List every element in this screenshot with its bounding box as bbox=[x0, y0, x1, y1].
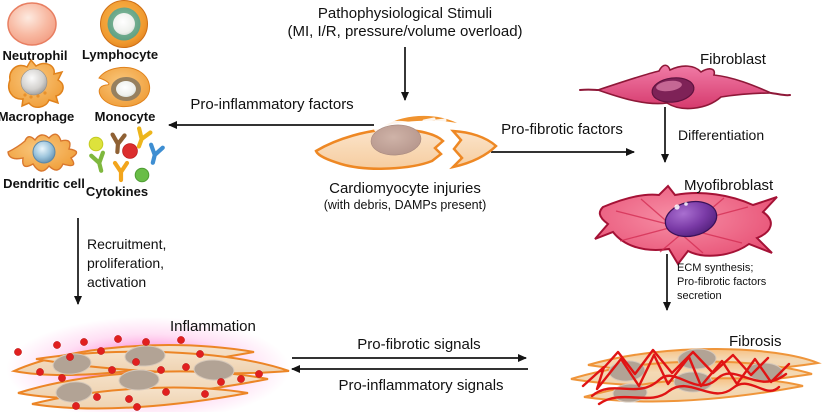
inflammation-label: Inflammation bbox=[170, 318, 256, 335]
recruitment-label-line1: Recruitment, bbox=[87, 236, 167, 252]
neutrophil-icon bbox=[7, 2, 57, 46]
arrows bbox=[74, 47, 671, 373]
fibroblast-label: Fibroblast bbox=[700, 51, 766, 68]
dendritic-cell-icon bbox=[7, 133, 78, 172]
monocyte-icon bbox=[98, 67, 151, 107]
neutrophil-label: Neutrophil bbox=[2, 48, 68, 63]
macrophage-label: Macrophage bbox=[0, 109, 75, 124]
cardiomyocyte-title: Cardiomyocyte injuries bbox=[329, 180, 481, 197]
recruitment-label-line2: proliferation, bbox=[87, 255, 165, 271]
ecm-fibers bbox=[581, 348, 791, 406]
ecm-label-line3: secretion bbox=[677, 290, 722, 302]
differentiation-label: Differentiation bbox=[678, 127, 765, 143]
pro-inflammatory-signals-label: Pro-inflammatory signals bbox=[338, 377, 504, 394]
cardiomyocyte-injury-icon bbox=[314, 115, 498, 170]
lymphocyte-icon bbox=[100, 0, 148, 48]
fibrosis-icon bbox=[570, 348, 822, 406]
immune-cell-dots bbox=[14, 335, 263, 411]
cytokines-label: Cytokines bbox=[85, 184, 149, 199]
stimuli-title-line1: Pathophysiological Stimuli bbox=[317, 5, 493, 22]
cytokines-icon bbox=[88, 126, 165, 183]
inflammation-icon bbox=[6, 317, 290, 412]
macrophage-icon bbox=[8, 58, 64, 108]
dendritic-cell-label: Dendritic cell bbox=[3, 176, 85, 191]
pro-inflammatory-factors-label: Pro-inflammatory factors bbox=[190, 96, 354, 113]
stimuli-title-line2: (MI, I/R, pressure/volume overload) bbox=[287, 23, 523, 40]
fibrosis-label: Fibrosis bbox=[729, 333, 782, 350]
recruitment-label-line3: activation bbox=[87, 274, 147, 290]
monocyte-label: Monocyte bbox=[94, 109, 156, 124]
fibroblast-icon bbox=[579, 64, 791, 110]
ecm-label-line1: ECM synthesis; bbox=[677, 262, 754, 274]
lymphocyte-label: Lymphocyte bbox=[81, 47, 159, 62]
myofibroblast-icon bbox=[594, 184, 778, 266]
cardiomyocyte-subtitle: (with debris, DAMPs present) bbox=[323, 198, 487, 212]
myofibroblast-label: Myofibroblast bbox=[684, 177, 774, 194]
pro-fibrotic-factors-label: Pro-fibrotic factors bbox=[501, 121, 623, 138]
pro-fibrotic-signals-label: Pro-fibrotic signals bbox=[357, 336, 481, 353]
ecm-label-line2: Pro-fibrotic factors bbox=[677, 276, 767, 288]
